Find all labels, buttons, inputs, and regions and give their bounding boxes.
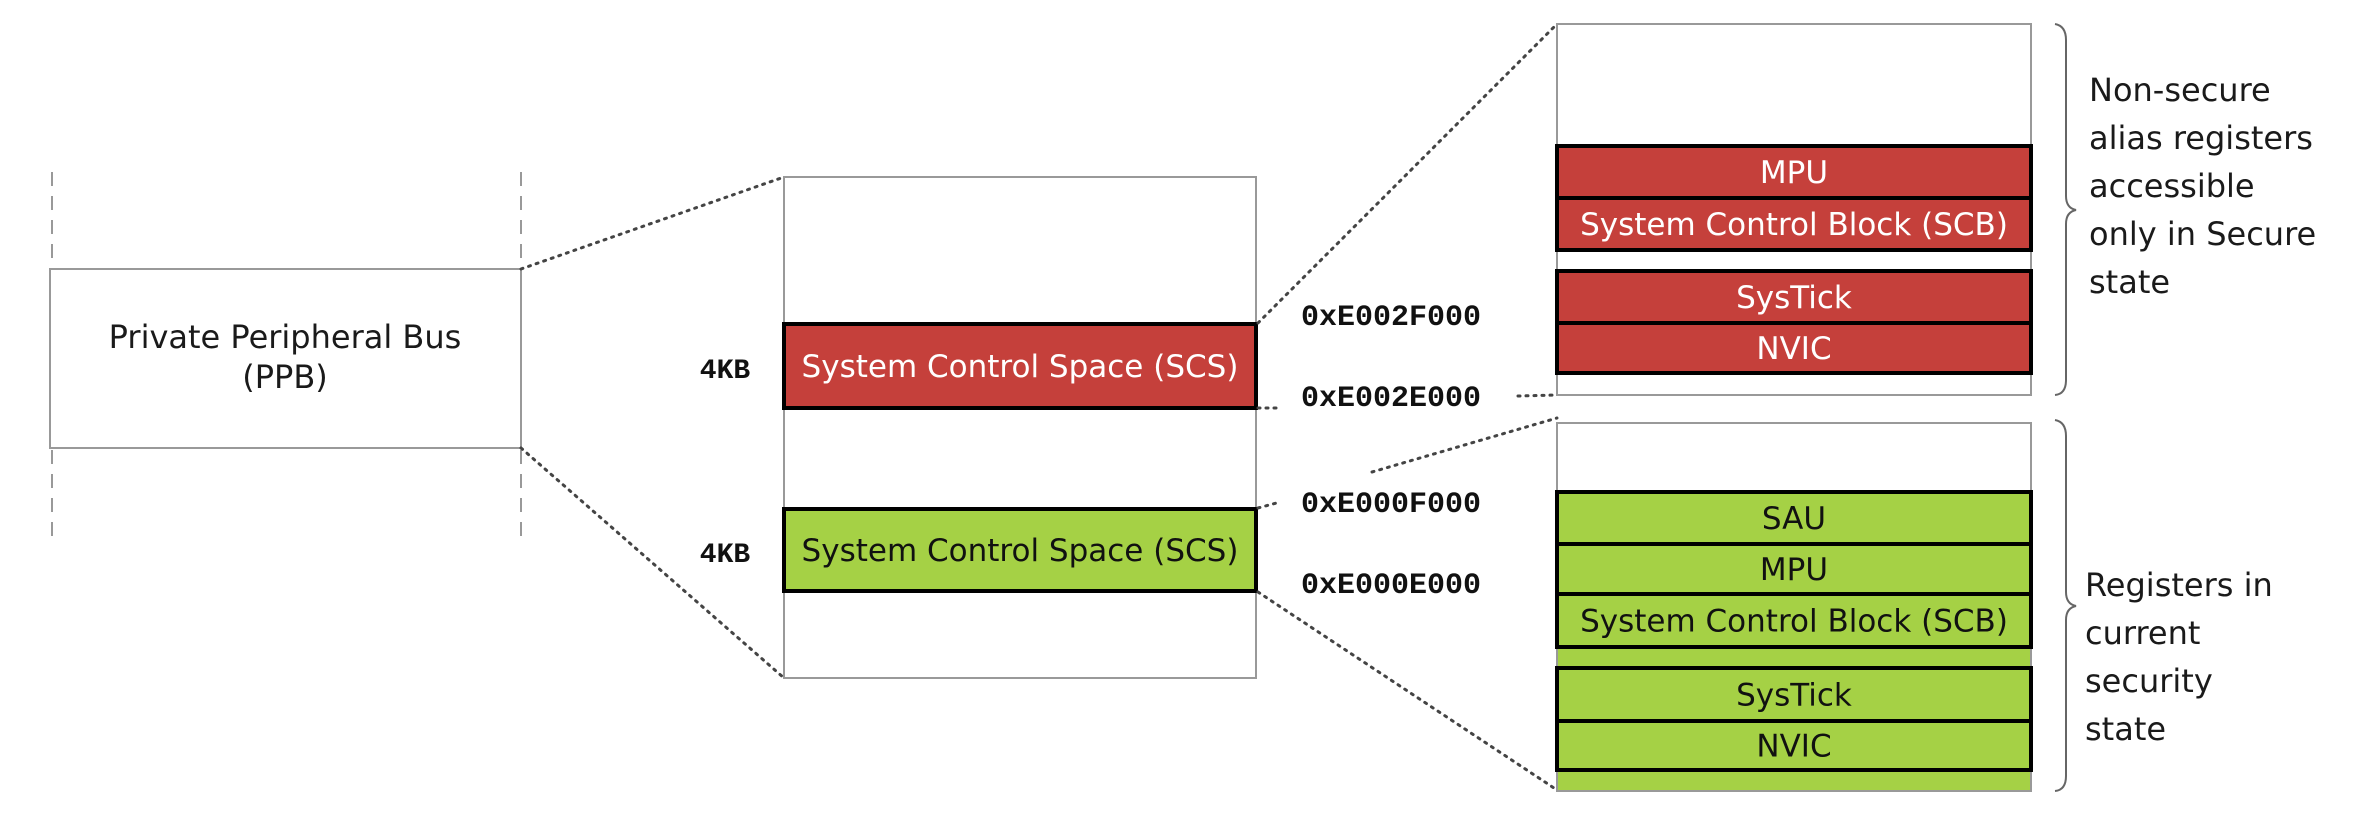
register-label: System Control Block (SCB) <box>1580 604 2008 640</box>
note-current-line: state <box>2085 710 2167 748</box>
ppb-label-line2: (PPB) <box>242 358 328 396</box>
register-block <box>1555 666 2033 723</box>
connector-current-top-stub <box>1256 500 1282 510</box>
register-label: MPU <box>1760 552 1828 588</box>
register-block <box>1555 719 2033 772</box>
ppb-box <box>49 268 522 449</box>
scs-nonsecure-size: 4KB <box>700 356 751 387</box>
register-label: MPU <box>1760 155 1828 191</box>
connector-current-top <box>1370 416 1559 474</box>
note-nonsecure-line: state <box>2089 263 2171 301</box>
scs-block-nonsecure-alias <box>782 322 1258 410</box>
ppb-expanded-region <box>783 176 1257 679</box>
address-current-start: 0xE000E000 <box>1301 569 1481 603</box>
register-label: SysTick <box>1736 678 1852 714</box>
connector-ppb-bottom <box>519 446 786 680</box>
address-current-end: 0xE000F000 <box>1301 488 1481 522</box>
current-register-list: SAU MPU System Control Block (SCB) SysTickN… <box>1555 490 2033 772</box>
note-current-line: Registers in <box>2085 566 2273 604</box>
connector-current-bottom <box>1256 590 1559 792</box>
register-label: NVIC <box>1756 729 1831 765</box>
note-current-line: security <box>2085 662 2213 700</box>
note-nonsecure-line: alias registers <box>2089 119 2313 157</box>
register-label: SAU <box>1762 501 1826 537</box>
register-label: System Control Block (SCB) <box>1580 207 2008 243</box>
note-current: Registers in current security state <box>2085 561 2273 753</box>
register-label: SysTick <box>1736 280 1852 316</box>
register-label: NVIC <box>1756 331 1831 367</box>
address-nonsecure-end: 0xE002F000 <box>1301 301 1481 335</box>
scs-current-label: System Control Space (SCS) <box>802 533 1239 569</box>
register-block <box>1555 592 2033 649</box>
register-block <box>1555 144 2033 200</box>
note-nonsecure-line: only in Secure <box>2089 215 2317 253</box>
connector-nonsecure-bottom <box>1516 393 1559 398</box>
note-nonsecure-line: accessible <box>2089 167 2255 205</box>
connector-ppb-top <box>519 175 786 271</box>
scs-block-current <box>782 507 1258 593</box>
connector-nonsecure-top <box>1256 22 1559 325</box>
register-block <box>1555 269 2033 325</box>
ppb-label-line1: Private Peripheral Bus <box>109 318 462 356</box>
register-block <box>1555 490 2033 546</box>
brace-current-icon <box>2054 419 2077 792</box>
brace-nonsecure-icon <box>2054 23 2077 396</box>
scs-current-size: 4KB <box>700 540 751 571</box>
scs-nonsecure-label: System Control Space (SCS) <box>802 349 1239 385</box>
address-nonsecure-start: 0xE002E000 <box>1301 382 1481 416</box>
note-nonsecure-line: Non-secure <box>2089 71 2271 109</box>
register-block <box>1555 321 2033 375</box>
register-block <box>1555 196 2033 252</box>
note-current-line: current <box>2085 614 2201 652</box>
note-nonsecure: Non-secure alias registers accessible on… <box>2089 66 2316 306</box>
